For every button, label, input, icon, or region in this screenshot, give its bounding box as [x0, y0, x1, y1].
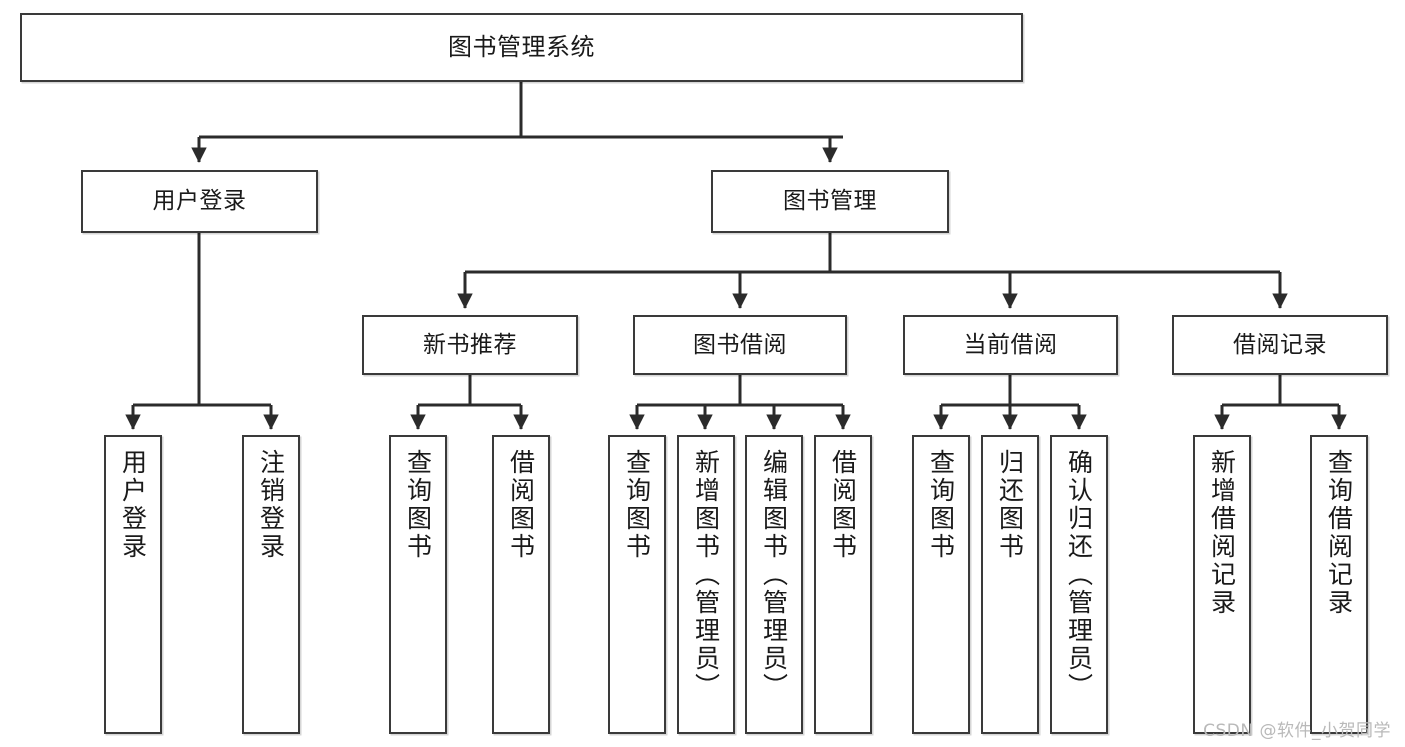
leaf-logout-login[interactable]: 注销登录 — [242, 435, 300, 734]
leaf-query-book-borrow[interactable]: 查询图书 — [608, 435, 666, 734]
leaf-add-book-admin[interactable]: 新增图书（管理员） — [677, 435, 735, 734]
node-label: 当前借阅 — [963, 331, 1058, 358]
leaf-return-book[interactable]: 归还图书 — [981, 435, 1039, 734]
node-label: 借阅图书 — [506, 449, 536, 561]
node-label: 新增借阅记录 — [1207, 449, 1237, 617]
node-label: 编辑图书（管理员） — [759, 449, 789, 701]
node-label: 新书推荐 — [423, 331, 517, 358]
node-label: 图书管理系统 — [448, 32, 595, 61]
node-label: 归还图书 — [995, 449, 1025, 561]
node-label: 注销登录 — [256, 449, 286, 561]
csdn-watermark: CSDN @软件_小贺同学 — [1203, 721, 1391, 741]
leaf-confirm-return-admin[interactable]: 确认归还（管理员） — [1050, 435, 1108, 734]
node-label: 确认归还（管理员） — [1064, 449, 1094, 701]
leaf-add-borrow-record[interactable]: 新增借阅记录 — [1193, 435, 1251, 734]
leaf-query-book-current[interactable]: 查询图书 — [912, 435, 970, 734]
node-book-borrow[interactable]: 图书借阅 — [633, 315, 847, 375]
leaf-edit-book-admin[interactable]: 编辑图书（管理员） — [745, 435, 803, 734]
node-current-borrow[interactable]: 当前借阅 — [903, 315, 1118, 375]
node-book-management[interactable]: 图书管理 — [711, 170, 949, 233]
node-user-login[interactable]: 用户登录 — [81, 170, 318, 233]
node-label: 用户登录 — [118, 449, 148, 561]
node-label: 查询图书 — [622, 449, 652, 561]
leaf-user-login[interactable]: 用户登录 — [104, 435, 162, 734]
node-label: 新增图书（管理员） — [691, 449, 721, 701]
leaf-query-borrow-record[interactable]: 查询借阅记录 — [1310, 435, 1368, 734]
node-borrow-record[interactable]: 借阅记录 — [1172, 315, 1388, 375]
node-new-book-recommend[interactable]: 新书推荐 — [362, 315, 578, 375]
leaf-borrow-book[interactable]: 借阅图书 — [814, 435, 872, 734]
node-root-system[interactable]: 图书管理系统 — [20, 13, 1023, 82]
leaf-borrow-book-recommend[interactable]: 借阅图书 — [492, 435, 550, 734]
node-label: 借阅图书 — [828, 449, 858, 561]
node-label: 查询图书 — [926, 449, 956, 561]
node-label: 图书借阅 — [693, 331, 787, 358]
node-label: 图书管理 — [783, 188, 877, 215]
node-label: 查询借阅记录 — [1324, 449, 1354, 617]
leaf-query-book-recommend[interactable]: 查询图书 — [389, 435, 447, 734]
node-label: 借阅记录 — [1233, 331, 1327, 358]
node-label: 用户登录 — [152, 188, 247, 215]
node-label: 查询图书 — [403, 449, 433, 561]
